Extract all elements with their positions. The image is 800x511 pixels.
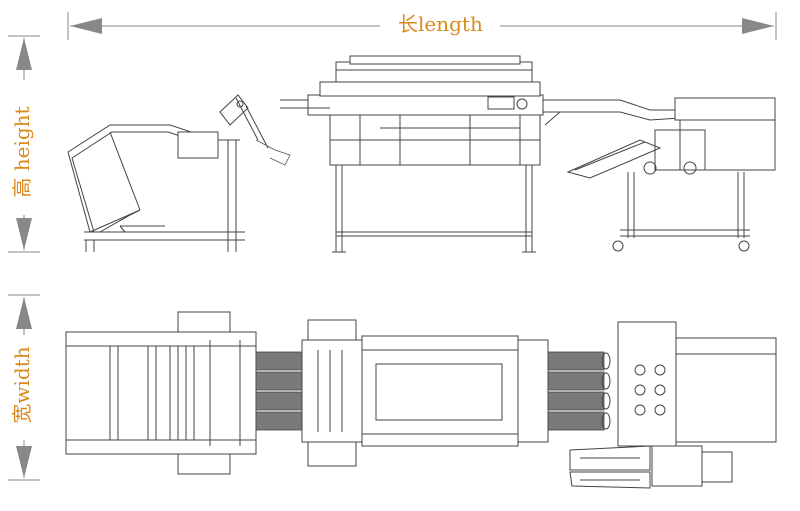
width-arrow-top: [16, 297, 32, 329]
conveyor-lanes-left: [255, 319, 363, 467]
height-arrow-top: [16, 38, 32, 70]
length-arrow-right: [742, 18, 774, 34]
height-arrow-bottom: [16, 218, 32, 250]
conveyor-lanes-right: [517, 339, 611, 443]
width-dimension: [8, 294, 40, 481]
side-view: [67, 55, 776, 253]
length-arrow-left: [70, 18, 102, 34]
top-view: [65, 311, 777, 489]
loader-top: [65, 311, 257, 475]
outfeed-section: [543, 97, 776, 252]
central-chamber: [280, 55, 544, 253]
height-label: 高 height: [10, 106, 34, 198]
length-dimension: [67, 12, 777, 40]
sorter-top: [569, 321, 777, 489]
width-label: 宽width: [10, 346, 34, 424]
length-label: 长length: [398, 12, 483, 36]
hopper-section: [67, 94, 291, 252]
height-dimension: [8, 35, 40, 253]
chamber-top: [361, 335, 519, 447]
width-arrow-bottom: [16, 446, 32, 478]
